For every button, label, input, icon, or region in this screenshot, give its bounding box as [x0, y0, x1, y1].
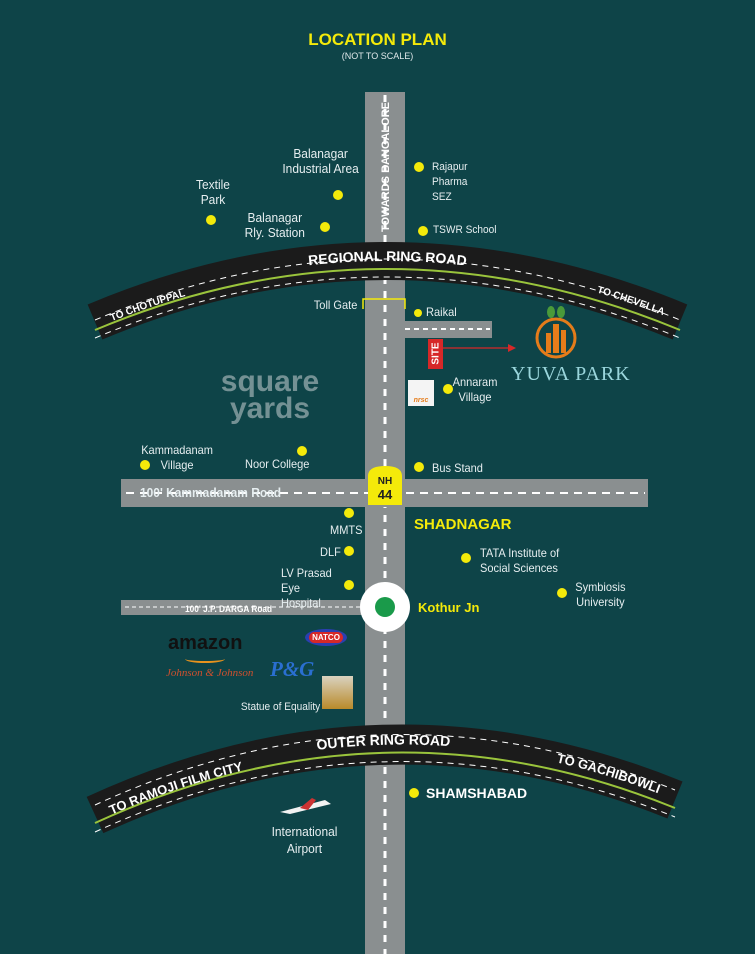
regional-lane-marking: [94, 276, 681, 339]
airplane-icon: [280, 798, 331, 814]
watermark: square yards: [220, 365, 320, 425]
natco-logo: NATCO: [305, 629, 347, 646]
nh44-shield-icon: [368, 466, 402, 505]
towards-bangalore-label: TOWARDS BANGALORE: [380, 102, 392, 232]
mmts-marker: [344, 508, 354, 518]
natco-text: NATCO: [309, 632, 343, 643]
amazon-smile-icon: [185, 655, 225, 663]
bus-stand-label: Bus Stand: [432, 461, 483, 475]
shamshabad-marker: [409, 788, 419, 798]
nh-label: NH: [378, 476, 392, 487]
regional-median: [94, 268, 681, 331]
kammadanam-road-label: 100' Kammadanam Road: [140, 485, 282, 500]
jp-darga-road: [121, 600, 365, 615]
map-title: LOCATION PLAN: [308, 30, 447, 49]
kammadanam-village-marker: [140, 460, 150, 470]
mmts-label: MMTS: [330, 523, 363, 537]
noor-college-label: Noor College: [245, 457, 310, 471]
lv-prasad-marker: [344, 580, 354, 590]
airport-label: International Airport: [271, 824, 338, 856]
statue-of-equality-image: [322, 676, 353, 709]
statue-label: Statue of Equality: [240, 701, 320, 713]
nrsc-logo: nrsc: [408, 380, 434, 406]
symbiosis-marker: [557, 588, 567, 598]
outer-ring-label: OUTER RING ROAD: [316, 732, 451, 753]
tswr-label: TSWR School: [433, 224, 497, 236]
rajapur-marker: [414, 162, 424, 172]
jp-darga-road-label: 100' J.P. DARGA Road: [185, 604, 273, 614]
tata-label: TATA Institute of Social Sciences: [480, 546, 560, 575]
site-arrow-head-icon: [508, 344, 516, 352]
annaram-label: Annaram Village: [452, 375, 498, 404]
tata-marker: [461, 553, 471, 563]
dlf-label: DLF: [320, 545, 341, 559]
map-subtitle: (NOT TO SCALE): [341, 51, 414, 61]
kammadanam-village-label: Kammadanam Village: [141, 443, 213, 472]
project-name: YUVA PARK: [511, 363, 631, 385]
balanagar-industrial-label: Balanagar Industrial Area: [282, 146, 359, 176]
noor-college-marker: [297, 446, 307, 456]
rajapur-label: Rajapur Pharma SEZ: [432, 161, 468, 203]
toll-gate-label: Toll Gate: [313, 298, 357, 312]
textile-park-label: Textile Park: [196, 177, 230, 207]
regional-lane-marking: [94, 258, 681, 321]
dlf-marker: [344, 546, 354, 556]
kothur-junction-center: [375, 597, 395, 617]
bus-stand-marker: [414, 462, 424, 472]
site-tag: SITE: [428, 339, 443, 369]
symbiosis-label: Symbiosis University: [575, 580, 626, 609]
yuva-park-logo-icon: [535, 306, 577, 359]
jnj-logo: Johnson & Johnson: [166, 667, 254, 679]
lv-prasad-label: LV Prasad Eye Hospital: [281, 566, 332, 610]
textile-park-marker: [206, 215, 216, 225]
site-branch-road: [405, 321, 492, 338]
nh-number: 44: [378, 487, 393, 502]
outer-lane-marking: [94, 734, 676, 806]
raikal-label: Raikal: [426, 305, 457, 319]
regional-ring-label: REGIONAL RING ROAD: [307, 248, 467, 269]
outer-lane-marking: [94, 761, 676, 833]
amazon-logo: amazon: [168, 632, 243, 654]
shamshabad-label: SHAMSHABAD: [426, 785, 528, 801]
balanagar-industrial-marker: [333, 190, 343, 200]
raikal-marker: [414, 309, 422, 317]
outer-median: [94, 751, 676, 824]
balanagar-rly-label: Balanagar Rly. Station: [244, 210, 305, 240]
kothur-label: Kothur Jn: [418, 600, 480, 615]
annaram-marker: [443, 384, 453, 394]
balanagar-rly-marker: [320, 222, 330, 232]
pg-logo: P&G: [270, 657, 315, 681]
site-tag-label: SITE: [430, 342, 442, 365]
shadnagar-label: SHADNAGAR: [414, 516, 512, 533]
tswr-marker: [418, 226, 428, 236]
toll-gate-icon: [362, 298, 406, 309]
